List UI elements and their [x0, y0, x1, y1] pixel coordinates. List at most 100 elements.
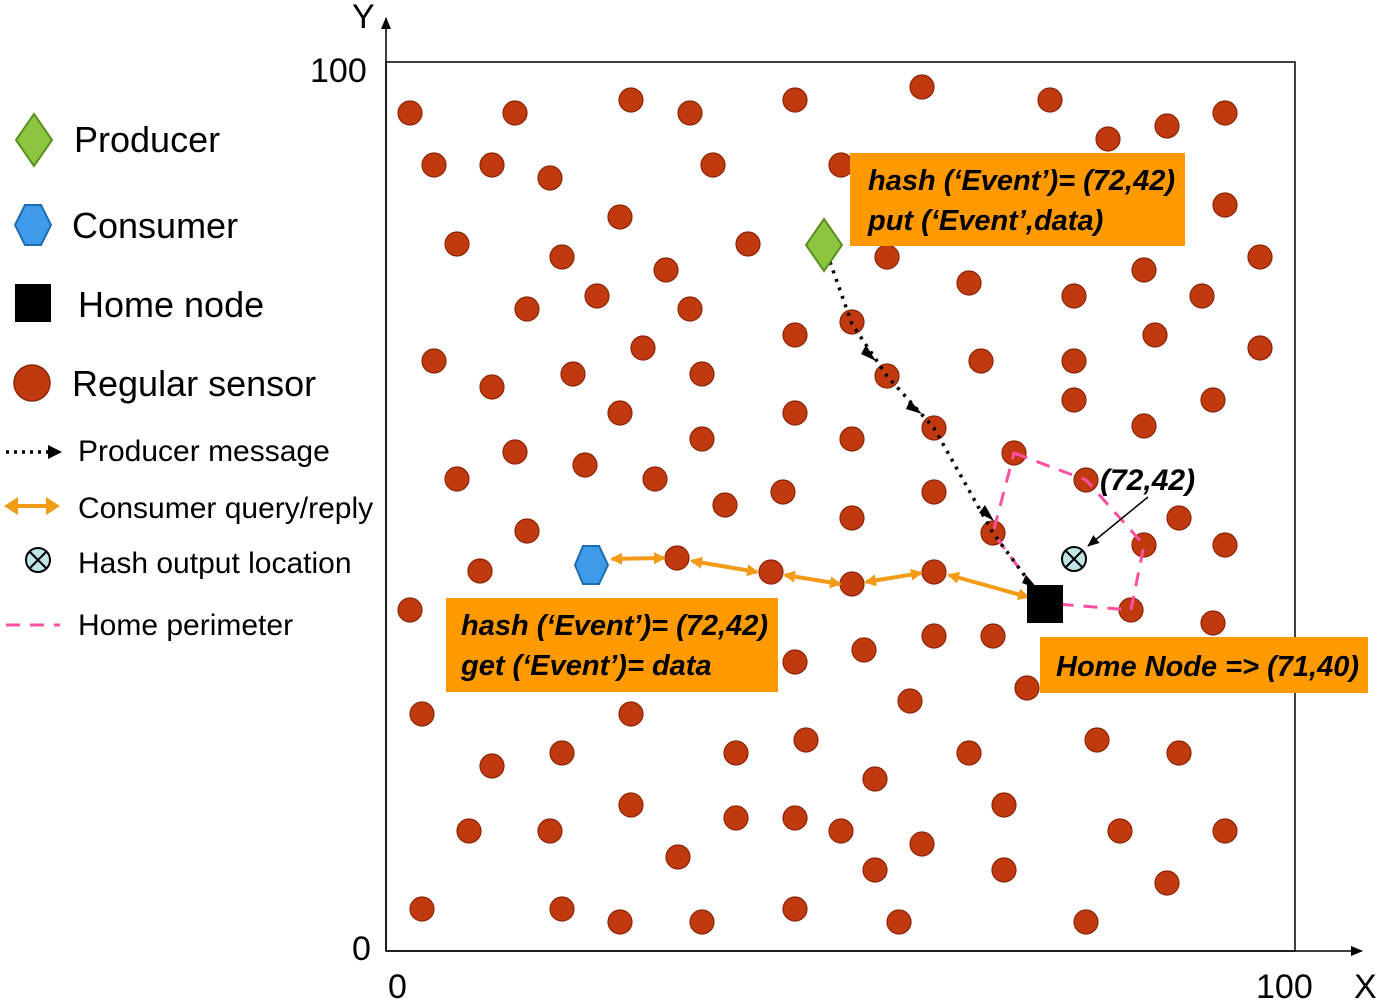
regular-sensor [1247, 335, 1273, 361]
regular-sensor [1131, 413, 1157, 439]
regular-sensor [723, 805, 749, 831]
legend-home-node-icon [15, 284, 51, 322]
regular-sensor [479, 374, 505, 400]
regular-sensor [479, 152, 505, 178]
regular-sensor [793, 727, 819, 753]
regular-sensor [560, 361, 586, 387]
regular-sensor [479, 753, 505, 779]
regular-sensor [782, 400, 808, 426]
regular-sensor [980, 623, 1006, 649]
regular-sensor [874, 244, 900, 270]
regular-sensor [665, 844, 691, 870]
producer-arrow-head-2 [906, 400, 922, 414]
legend-producer-message-label: Producer message [78, 435, 330, 468]
legend-hash-output-icon [25, 547, 51, 573]
regular-sensor [1200, 610, 1226, 636]
regular-sensor [886, 909, 912, 935]
legend-producer-label: Producer [74, 119, 220, 160]
regular-sensor [664, 545, 690, 571]
regular-sensor [909, 831, 935, 857]
consumer-query-path [610, 552, 1030, 601]
regular-sensor [677, 296, 703, 322]
producer-info-box: hash (‘Event’)= (72,42) put (‘Event’,dat… [850, 153, 1185, 246]
regular-sensor [968, 348, 994, 374]
legend-consumer-query-icon [4, 497, 60, 515]
regular-sensor [851, 637, 877, 663]
regular-sensor [397, 100, 423, 126]
x-tick-0: 0 [388, 968, 407, 1000]
regular-sensor [1212, 818, 1238, 844]
regular-sensor [630, 335, 656, 361]
regular-sensor [712, 492, 738, 518]
regular-sensor [758, 559, 784, 585]
regular-sensor [689, 361, 715, 387]
y-tick-100: 100 [310, 52, 367, 90]
legend-hash-output-label: Hash output location [78, 547, 352, 580]
regular-sensor [1189, 283, 1215, 309]
regular-sensor [782, 87, 808, 113]
legend-sensor-icon [13, 364, 51, 402]
regular-sensor [1200, 387, 1226, 413]
regular-sensor [1212, 100, 1238, 126]
regular-sensor [502, 439, 528, 465]
hash-callout-label: (72,42) [1100, 464, 1195, 497]
regular-sensor [607, 204, 633, 230]
legend-consumer-icon [13, 204, 53, 246]
regular-sensor [956, 740, 982, 766]
regular-sensor [677, 100, 703, 126]
regular-sensor [444, 231, 470, 257]
regular-sensor [456, 818, 482, 844]
hash-callout-pointer [1087, 496, 1149, 547]
regular-sensor [991, 857, 1017, 883]
regular-sensor [723, 740, 749, 766]
consumer-node [573, 545, 610, 585]
regular-sensor [782, 805, 808, 831]
legend-home-node-label: Home node [78, 284, 264, 325]
y-axis-label: Y [352, 0, 375, 36]
regular-sensor [444, 466, 470, 492]
home-node [1027, 585, 1063, 623]
regular-sensor [980, 520, 1006, 546]
regular-sensor [782, 649, 808, 675]
regular-sensor [1061, 348, 1087, 374]
regular-sensor [782, 322, 808, 348]
regular-sensor [897, 688, 923, 714]
regular-sensor [1154, 113, 1180, 139]
regular-sensor [828, 818, 854, 844]
regular-sensor [770, 479, 796, 505]
regular-sensor [1212, 192, 1238, 218]
regular-sensor [1142, 322, 1168, 348]
regular-sensor [991, 792, 1017, 818]
producer-arrow-head-1 [861, 345, 876, 361]
regular-sensor [1037, 87, 1063, 113]
regular-sensor [828, 152, 854, 178]
regular-sensor [735, 231, 761, 257]
producer-box-line1: hash (‘Event’)= (72,42) [868, 165, 1175, 197]
regular-sensor [956, 270, 982, 296]
regular-sensor [537, 165, 563, 191]
regular-sensor [607, 909, 633, 935]
regular-sensor [514, 518, 540, 544]
x-tick-100: 100 [1256, 968, 1313, 1000]
legend-sensor-label: Regular sensor [72, 363, 316, 404]
home-perimeter [991, 451, 1146, 612]
regular-sensor [549, 244, 575, 270]
regular-sensor [1166, 740, 1192, 766]
regular-sensor-group [397, 74, 1273, 935]
regular-sensor [397, 597, 423, 623]
consumer-info-box: hash (‘Event’)= (72,42) get (‘Event’)= d… [446, 598, 778, 692]
hash-output-marker [1061, 546, 1087, 572]
consumer-box-line1: hash (‘Event’)= (72,42) [461, 610, 768, 642]
regular-sensor [1212, 532, 1238, 558]
regular-sensor [409, 701, 435, 727]
legend-producer-icon [14, 112, 54, 168]
regular-sensor [653, 257, 679, 283]
regular-sensor [584, 283, 610, 309]
regular-sensor [618, 87, 644, 113]
x-axis-label: X [1354, 968, 1377, 1000]
regular-sensor [1095, 126, 1121, 152]
regular-sensor [618, 701, 644, 727]
producer-arrow-head-3 [979, 505, 994, 521]
regular-sensor [1014, 675, 1040, 701]
regular-sensor [467, 558, 493, 584]
